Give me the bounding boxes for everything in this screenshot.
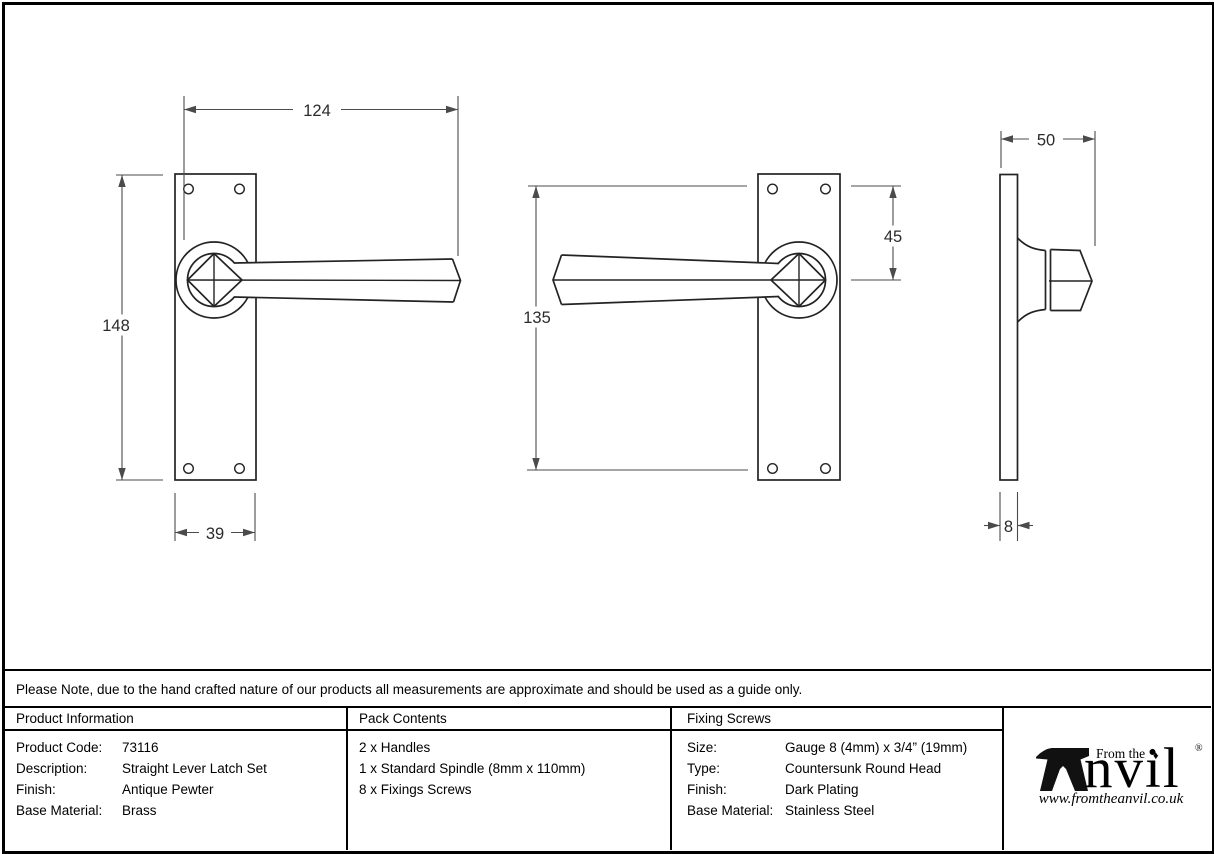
logo-prefix-text: From the — [1096, 746, 1146, 761]
column-divider-1 — [346, 708, 348, 850]
screw-hole — [820, 463, 832, 475]
field-label: Size: — [687, 740, 718, 755]
product-information-table: Product Code: 73116 Description: Straigh… — [16, 737, 267, 821]
field-label: Type: — [687, 761, 721, 776]
logo-name-text: nvil — [1084, 737, 1181, 800]
dimension-148: 148 — [96, 174, 163, 481]
logo-cell-divider — [1002, 708, 1004, 850]
table-row: Product Code: 73116 — [16, 737, 267, 758]
lever-top-edge — [561, 254, 780, 265]
fixing-screws-table: Size: Gauge 8 (4mm) x 3/4” (19mm) Type: … — [687, 737, 967, 821]
brand-logo: From the ♦ nvil ® www.fromtheanvil.co.uk — [1004, 708, 1211, 850]
screw-hole — [233, 183, 245, 195]
table-header-rule — [3, 729, 1004, 731]
registered-trademark-icon: ® — [1195, 743, 1203, 754]
lever-bottom-edge — [233, 296, 454, 303]
dim-label-plate-thickness: 8 — [1004, 518, 1013, 536]
table-row: Finish: Dark Plating — [687, 779, 967, 800]
backplate-outline — [757, 173, 841, 481]
pack-contents-list: 2 x Handles 1 x Standard Spindle (8mm x … — [359, 737, 585, 800]
dimension-45: 45 — [851, 185, 910, 281]
dim-label-overall-width: 124 — [303, 102, 331, 120]
dimension-124: 124 — [183, 96, 459, 256]
table-row: Description: Straight Lever Latch Set — [16, 758, 267, 779]
table-row: Base Material: Stainless Steel — [687, 800, 967, 821]
field-label: Product Code: — [16, 740, 103, 755]
field-value: Gauge 8 (4mm) x 3/4” (19mm) — [785, 740, 968, 755]
anvil-icon — [1036, 748, 1089, 791]
field-label: Base Material: — [16, 803, 103, 818]
fixing-screws-header: Fixing Screws — [687, 711, 772, 726]
list-item: 2 x Handles — [359, 740, 431, 755]
screw-hole — [767, 463, 779, 475]
logo-website: www.fromtheanvil.co.uk — [1038, 791, 1184, 807]
backplate-outline — [174, 173, 257, 481]
front-view-lever-right: 124 148 39 — [96, 96, 462, 543]
field-value: 73116 — [122, 740, 159, 755]
measurement-note: Please Note, due to the hand crafted nat… — [16, 682, 803, 697]
backplate-side-outline — [999, 173, 1019, 481]
screw-hole — [767, 183, 779, 195]
field-label: Finish: — [16, 782, 56, 797]
table-row: Type: Countersunk Round Head — [687, 758, 967, 779]
table-row: Size: Gauge 8 (4mm) x 3/4” (19mm) — [687, 737, 967, 758]
lever-tip-face — [451, 258, 462, 303]
dimension-135: 135 — [516, 185, 748, 471]
field-label: Finish: — [687, 782, 727, 797]
dim-label-plate-height: 148 — [102, 317, 130, 335]
pack-contents-header: Pack Contents — [359, 711, 447, 726]
field-label: Base Material: — [687, 803, 774, 818]
dimension-39: 39 — [174, 493, 256, 543]
table-row: Finish: Antique Pewter — [16, 779, 267, 800]
field-value: Brass — [122, 803, 157, 818]
dim-label-hole-spacing: 135 — [523, 309, 551, 327]
centre-line-horizontal — [187, 279, 461, 282]
dimension-8: 8 — [984, 492, 1033, 541]
technical-drawings: 124 148 39 — [96, 96, 1096, 543]
dim-label-top-to-centre: 45 — [884, 228, 902, 246]
rose-flare-bottom — [1016, 308, 1046, 323]
list-item: 8 x Fixings Screws — [359, 782, 472, 797]
lever-tip-face — [552, 254, 563, 305]
screw-hole — [820, 183, 832, 195]
list-item: 1 x Standard Spindle (8mm x 110mm) — [359, 761, 586, 776]
table-top-rule — [3, 706, 1211, 708]
field-value: Straight Lever Latch Set — [122, 761, 267, 776]
dimension-50: 50 — [1000, 128, 1096, 246]
field-value: Antique Pewter — [122, 782, 214, 797]
field-value: Stainless Steel — [785, 803, 875, 818]
screw-hole — [182, 463, 194, 475]
lever-bottom-edge — [561, 295, 780, 306]
field-label: Description: — [16, 761, 88, 776]
front-view-lever-left: 135 45 — [516, 173, 910, 481]
lever-top-edge — [233, 258, 453, 264]
side-profile-view: 50 8 — [984, 128, 1096, 541]
field-value: Countersunk Round Head — [785, 761, 942, 776]
field-value: Dark Plating — [785, 782, 859, 797]
diamond-icon: ♦ — [1153, 750, 1159, 762]
note-row-top-rule — [3, 669, 1211, 671]
rose-flare-top — [1016, 237, 1046, 252]
product-information-header: Product Information — [16, 711, 134, 726]
table-row: Base Material: Brass — [16, 800, 267, 821]
screw-hole — [233, 463, 245, 475]
dim-label-projection: 50 — [1037, 132, 1055, 150]
dim-label-plate-width: 39 — [206, 525, 224, 543]
column-divider-2 — [670, 708, 672, 850]
